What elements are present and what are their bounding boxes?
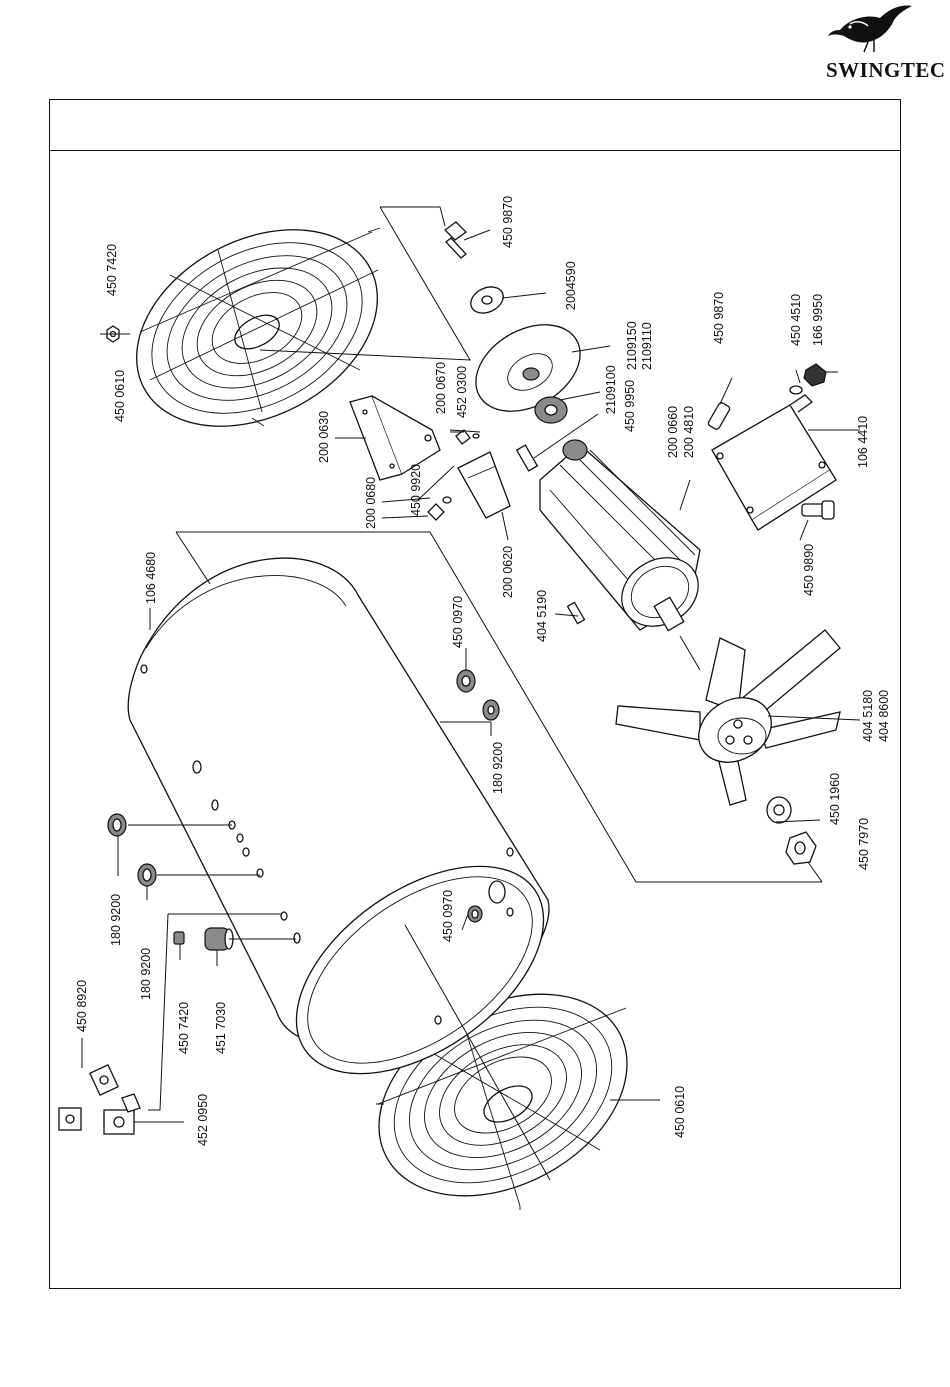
label-2109100: 2109100 <box>604 365 618 414</box>
screw-450-9920 <box>427 496 452 521</box>
bushing-180-9200-a <box>107 813 127 837</box>
swingtec-bird-logo-icon <box>828 5 912 53</box>
label-450-9950: 450 9950 <box>623 380 637 432</box>
bushing-2109100 <box>534 396 568 424</box>
label-452-0950: 452 0950 <box>196 1094 210 1146</box>
label-450-1960: 450 1960 <box>828 773 842 825</box>
motor-200-0660 <box>539 439 701 632</box>
label-450-7970: 450 7970 <box>857 818 871 870</box>
grommet-180-9200-mid <box>482 699 500 721</box>
label-450-0970-top: 450 0970 <box>451 596 465 648</box>
pulley-2109150 <box>475 324 581 412</box>
main-housing-cylinder <box>127 557 550 1075</box>
label-450-8920: 450 8920 <box>75 980 89 1032</box>
label-180-9200-b: 180 9200 <box>139 948 153 1000</box>
label-2109110: 2109110 <box>640 322 654 370</box>
label-2109150: 2109150 <box>625 321 639 370</box>
label-106-4680: 106 4680 <box>144 552 158 604</box>
label-450-9890: 450 9890 <box>802 544 816 596</box>
grommet-450-0970-bottom <box>467 905 483 923</box>
label-200-0660: 200 0660 <box>666 406 680 458</box>
label-450-9870-top: 450 9870 <box>501 196 515 248</box>
leader-lines <box>81 206 861 1181</box>
bushing-451-7030 <box>204 927 234 951</box>
screw-450-9890 <box>801 500 835 520</box>
label-450-9870-right: 450 9870 <box>712 292 726 344</box>
label-450-7420-top: 450 7420 <box>105 244 119 296</box>
label-200-4810: 200 4810 <box>682 406 696 458</box>
nut-450-7970 <box>785 831 817 865</box>
label-451-7030: 451 7030 <box>214 1002 228 1054</box>
bushing-180-9200-b <box>137 863 157 887</box>
label-450-0610-bottom: 450 0610 <box>673 1086 687 1138</box>
frame-header <box>50 100 900 151</box>
label-200-0630: 200 0630 <box>317 411 331 463</box>
bracket-200-0630 <box>349 395 441 481</box>
brand-name: SWINGTEC <box>826 58 946 82</box>
fan-impeller-404-5180 <box>615 629 841 806</box>
switch-plate-450-8920 <box>58 1064 119 1131</box>
label-450-9920: 450 9920 <box>409 464 423 516</box>
label-404-8600: 404 8600 <box>877 690 891 742</box>
label-180-9200-a: 180 9200 <box>109 894 123 946</box>
label-450-0610-top: 450 0610 <box>113 370 127 422</box>
screw-450-9870-top <box>444 221 467 259</box>
label-200-0670: 200 0670 <box>434 362 448 414</box>
label-450-4510: 450 4510 <box>789 294 803 346</box>
fan-guard-upper <box>136 227 381 427</box>
cover-106-4410 <box>711 394 837 531</box>
label-166-9950: 166 9950 <box>811 294 825 346</box>
switch-452-0950 <box>103 1093 141 1135</box>
diagram-frame <box>49 99 901 1289</box>
label-450-7420-bottom: 450 7420 <box>177 1002 191 1054</box>
plate-200-0620 <box>457 451 511 519</box>
key-450-9950 <box>515 444 539 472</box>
label-2004590: 2004590 <box>564 261 578 310</box>
key-404-5190 <box>566 601 586 625</box>
label-106-4410: 106 4410 <box>856 416 870 468</box>
nut-166-9950 <box>803 363 827 387</box>
part-labels: 450 9870 2004590 2109150 2109110 2109100… <box>75 196 891 1146</box>
label-180-9200-mid: 180 9200 <box>491 742 505 794</box>
washer-2004590 <box>470 286 504 314</box>
label-452-0300: 452 0300 <box>455 366 469 418</box>
washer-450-1960 <box>766 796 792 824</box>
label-404-5180: 404 5180 <box>861 690 875 742</box>
grommet-450-0970-top <box>456 669 476 693</box>
label-404-5190: 404 5190 <box>535 590 549 642</box>
label-200-0680: 200 0680 <box>364 477 378 529</box>
nut-450-7420-bottom <box>173 931 185 945</box>
washer-450-4510 <box>789 385 803 395</box>
label-200-0620: 200 0620 <box>501 546 515 598</box>
screw-450-9870-right <box>707 402 731 430</box>
label-450-0970-bottom: 450 0970 <box>441 890 455 942</box>
